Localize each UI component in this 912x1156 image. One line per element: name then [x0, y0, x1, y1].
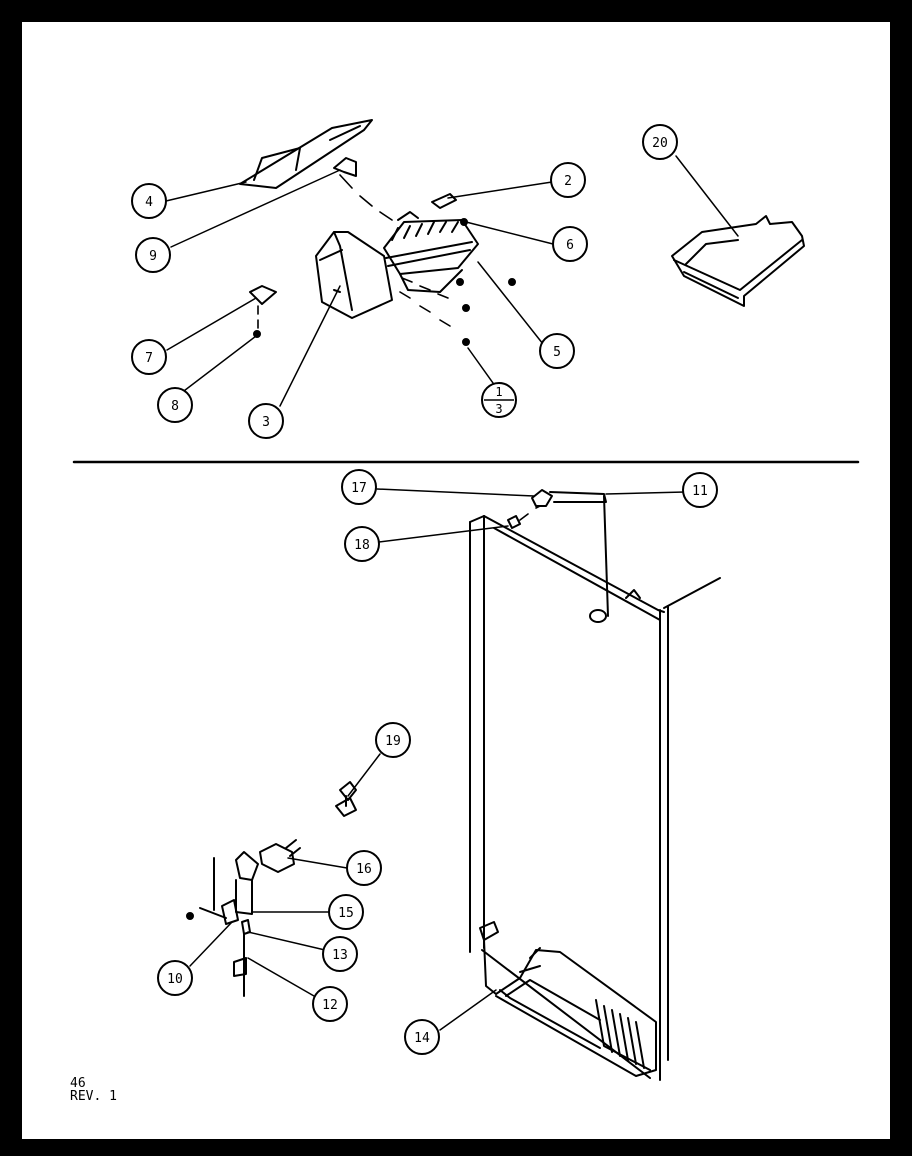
callout-16: 16 — [346, 850, 382, 886]
leader-lines-top — [165, 155, 739, 407]
callout-label: 2 — [564, 174, 572, 189]
callout-label: 16 — [356, 862, 372, 877]
callout-11: 11 — [682, 472, 718, 508]
callout-label: 18 — [354, 538, 370, 553]
callout-6: 6 — [552, 226, 588, 262]
callout-7: 7 — [131, 339, 167, 375]
part-7-bracket — [249, 285, 277, 305]
valve-screw — [186, 912, 194, 920]
callout-circle — [135, 237, 171, 273]
callout-label: 14 — [414, 1031, 430, 1046]
screw-c — [462, 304, 470, 312]
fill-tube-parts — [507, 489, 609, 623]
dashed-leader-a — [401, 277, 449, 299]
callout-2: 2 — [550, 162, 586, 198]
screw-d — [462, 338, 470, 346]
callout-15: 15 — [328, 894, 364, 930]
callout-label: 12 — [322, 998, 338, 1013]
callout-14: 14 — [404, 1019, 440, 1055]
callout-19: 19 — [375, 722, 411, 758]
callout-20: 20 — [642, 124, 678, 160]
part-9-clip — [333, 157, 357, 177]
screw-b — [456, 278, 464, 286]
callout-circle — [552, 226, 588, 262]
ice-maker-assembly — [383, 211, 479, 293]
callout-circle — [404, 1019, 440, 1055]
callout-label: 4 — [145, 195, 153, 210]
screw-a — [508, 278, 516, 286]
callout-circle — [346, 850, 382, 886]
part-4-bracket — [239, 119, 373, 189]
dashed-leader-b — [399, 291, 451, 327]
callout-label: 13 — [332, 948, 348, 963]
callout-circle — [131, 183, 167, 219]
part-2-shutoff-arm — [431, 193, 457, 209]
callout-10: 10 — [157, 960, 193, 996]
revision-label: REV. 1 — [70, 1089, 117, 1104]
callout-12: 12 — [312, 986, 348, 1022]
callout-circle — [322, 936, 358, 972]
freezer-door-panel — [469, 515, 721, 1081]
callout-17: 17 — [341, 469, 377, 505]
callout-label: 5 — [553, 345, 561, 360]
callout-circle — [550, 162, 586, 198]
callout-split: 1 3 — [481, 382, 517, 418]
callout-circle — [341, 469, 377, 505]
callout-circle — [312, 986, 348, 1022]
dashed-leader-9 — [339, 174, 393, 221]
callout-5: 5 — [539, 333, 575, 369]
leader-lines-bottom — [189, 488, 686, 1031]
callout-label: 6 — [566, 238, 574, 253]
callout-circle — [157, 960, 193, 996]
callout-label: 7 — [145, 351, 153, 366]
callout-circle — [344, 526, 380, 562]
callout-label: 3 — [262, 415, 270, 430]
part-14-dispenser-assembly — [479, 921, 657, 1077]
callout-label: 15 — [338, 906, 354, 921]
callout-circle — [328, 894, 364, 930]
callout-8: 8 — [157, 387, 193, 423]
page-number: 46 — [70, 1076, 86, 1091]
callout-label: 20 — [652, 136, 668, 151]
callout-split-top: 1 — [495, 385, 502, 399]
callout-label: 19 — [385, 734, 401, 749]
callout-circle — [248, 403, 284, 439]
callout-label: 10 — [167, 972, 183, 987]
callout-9: 9 — [135, 237, 171, 273]
callout-label: 17 — [351, 481, 367, 496]
callout-label: 9 — [149, 249, 157, 264]
callout-circle — [539, 333, 575, 369]
callout-split-bottom: 3 — [495, 402, 502, 416]
callout-circle — [375, 722, 411, 758]
part-20-ice-bin — [671, 215, 805, 307]
callout-circle — [682, 472, 718, 508]
callout-circle — [131, 339, 167, 375]
callout-18: 18 — [344, 526, 380, 562]
callout-circle — [157, 387, 193, 423]
callout-3: 3 — [248, 403, 284, 439]
paper — [22, 22, 890, 1139]
part-16-wires — [285, 839, 301, 857]
callout-label: 8 — [171, 399, 179, 414]
callout-4: 4 — [131, 183, 167, 219]
callout-label: 11 — [692, 484, 708, 499]
part-16-connector — [259, 843, 295, 873]
callout-13: 13 — [322, 936, 358, 972]
callout-circle — [642, 124, 678, 160]
part-19-switch — [335, 781, 357, 817]
